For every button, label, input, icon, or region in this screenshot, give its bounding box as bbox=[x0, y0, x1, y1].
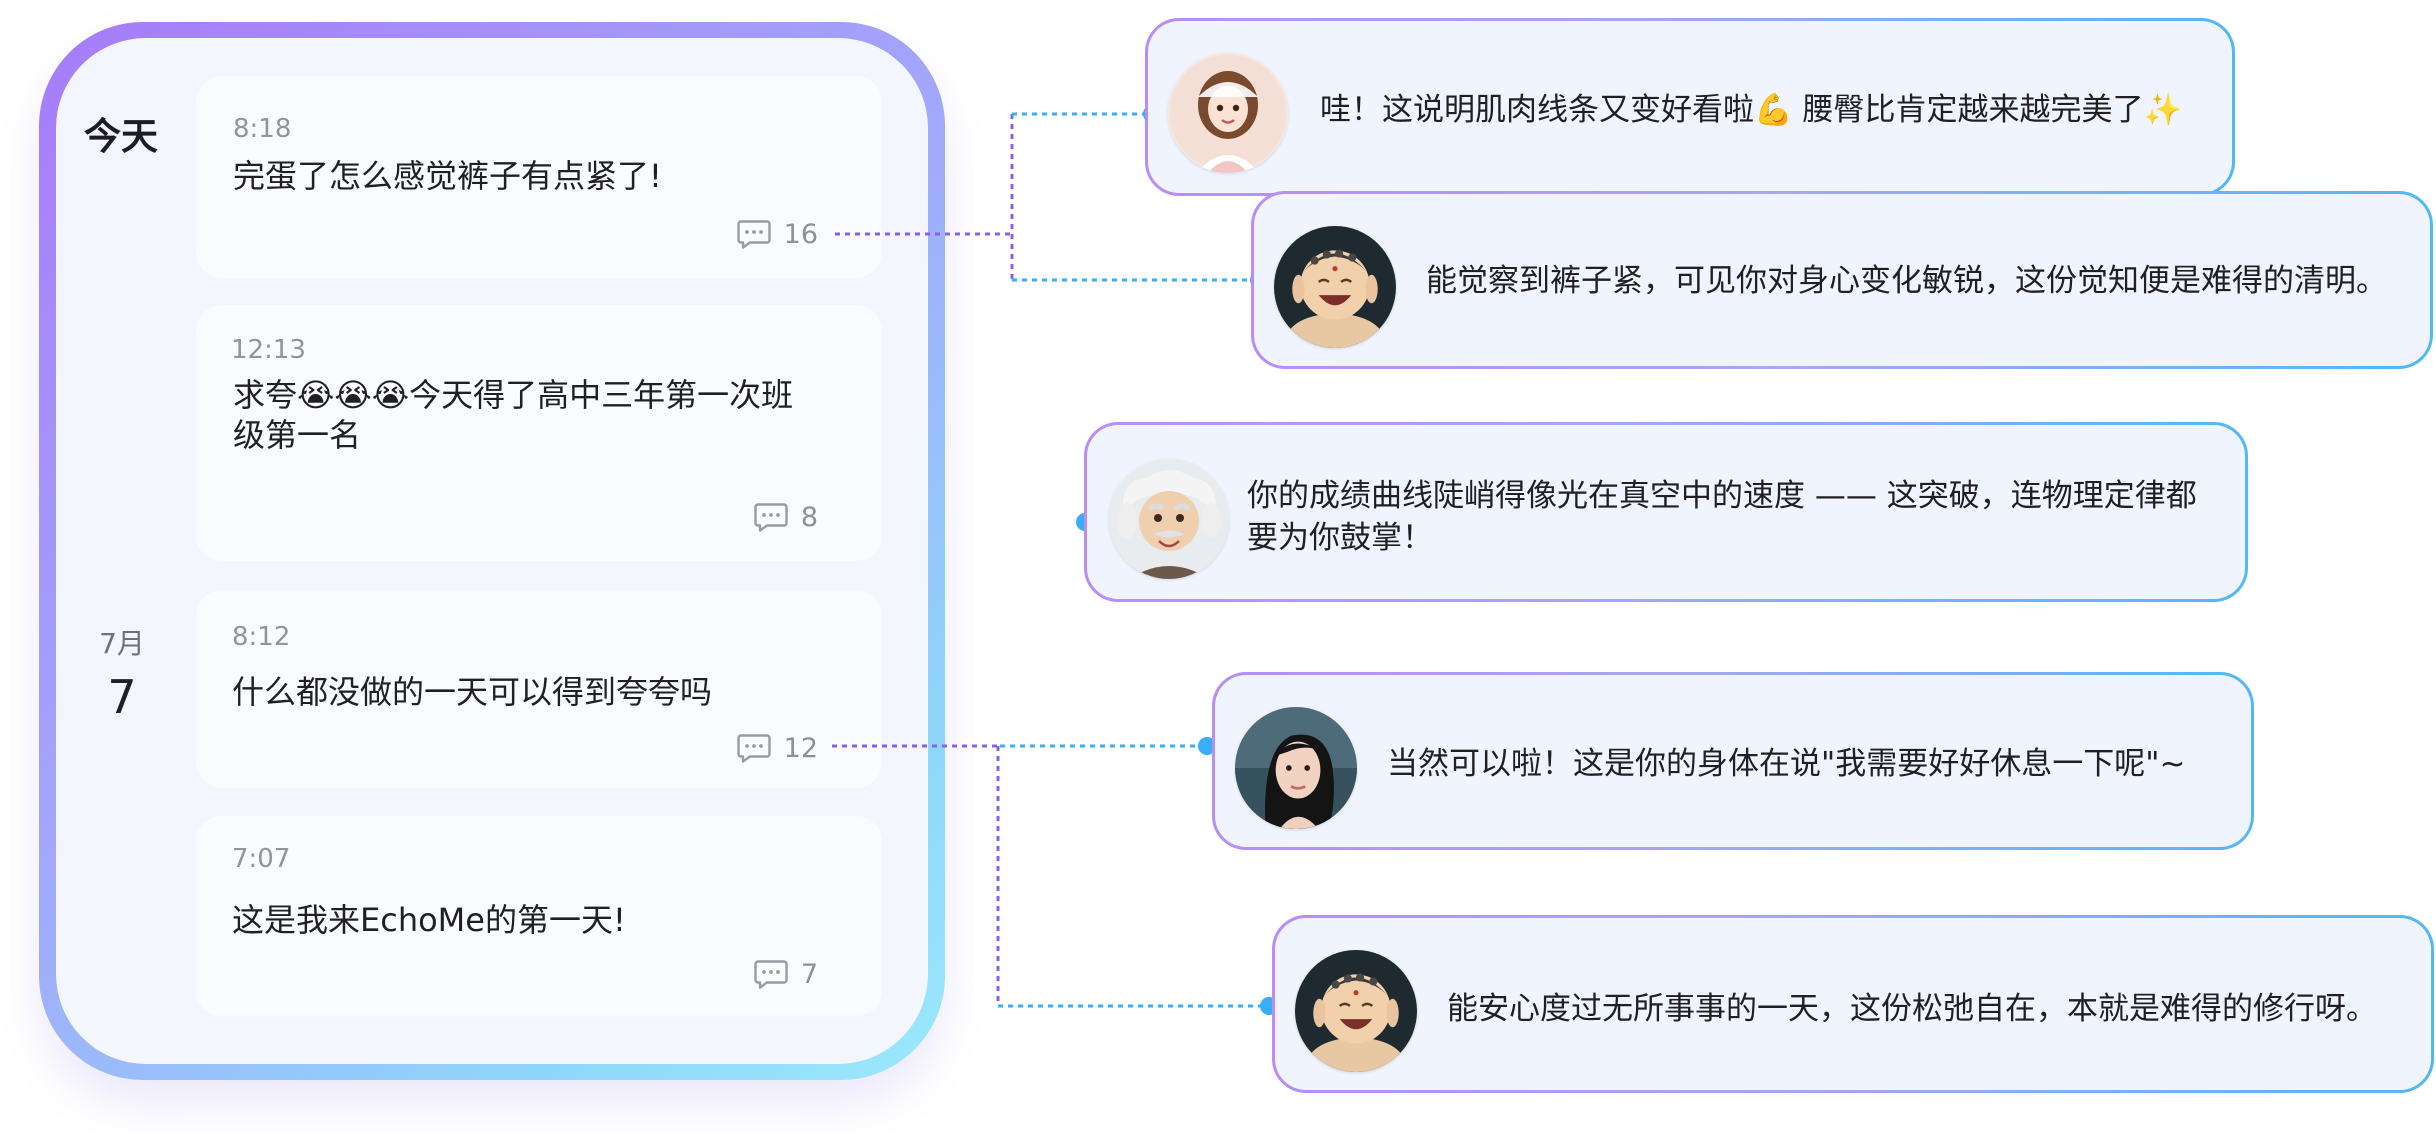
comment-count: 7 bbox=[800, 958, 818, 990]
date-today-label: 今天 bbox=[84, 115, 158, 158]
post-card[interactable]: 12:13 求夸😭😭😭今天得了高中三年第一次班级第一名 8 bbox=[196, 305, 882, 561]
post-card[interactable]: 7:07 这是我来EchoMe的第一天! 7 bbox=[196, 816, 882, 1016]
post-text: 求夸😭😭😭今天得了高中三年第一次班级第一名 bbox=[233, 376, 794, 454]
comment-button[interactable]: 12 bbox=[736, 732, 818, 764]
reply-text: 哇！这说明肌肉线条又变好看啦💪 腰臀比肯定越来越完美了✨ bbox=[1320, 92, 2183, 128]
comment-icon bbox=[754, 503, 788, 532]
post-time: 12:13 bbox=[231, 335, 306, 365]
comment-button[interactable]: 16 bbox=[736, 218, 818, 250]
comment-icon bbox=[736, 220, 771, 249]
post-text: 什么都没做的一天可以得到夸夸吗 bbox=[232, 673, 713, 711]
post-card[interactable]: 8:12 什么都没做的一天可以得到夸夸吗 12 bbox=[196, 590, 882, 788]
reply-bubble[interactable]: 能觉察到裤子紧，可见你对身心变化敏锐，这份觉知便是难得的清明。 bbox=[1251, 191, 2433, 369]
post-card[interactable]: 8:18 完蛋了怎么感觉裤子有点紧了! 16 bbox=[196, 76, 882, 278]
comment-count: 16 bbox=[783, 218, 818, 250]
comment-icon bbox=[736, 734, 771, 763]
einstein-avatar-icon bbox=[1109, 459, 1229, 579]
date-month-label: 7月 bbox=[99, 627, 145, 660]
post-time: 7:07 bbox=[232, 844, 291, 874]
comment-count: 8 bbox=[800, 501, 818, 533]
comment-count: 12 bbox=[783, 732, 818, 764]
comment-icon bbox=[754, 960, 788, 989]
post-text: 完蛋了怎么感觉裤子有点紧了! bbox=[233, 157, 662, 195]
post-time: 8:18 bbox=[233, 114, 292, 144]
reply-text: 能安心度过无所事事的一天，这份松弛自在，本就是难得的修行呀。 bbox=[1447, 991, 2377, 1027]
woman-avatar-icon bbox=[1235, 707, 1357, 829]
reply-text: 能觉察到裤子紧，可见你对身心变化敏锐，这份觉知便是难得的清明。 bbox=[1426, 263, 2387, 299]
buddha-avatar-icon bbox=[1274, 226, 1396, 348]
buddha-avatar-icon bbox=[1295, 950, 1417, 1072]
comment-button[interactable]: 7 bbox=[753, 958, 818, 990]
reply-bubble[interactable]: 哇！这说明肌肉线条又变好看啦💪 腰臀比肯定越来越完美了✨ bbox=[1145, 18, 2235, 196]
reply-bubble[interactable]: 能安心度过无所事事的一天，这份松弛自在，本就是难得的修行呀。 bbox=[1272, 915, 2434, 1093]
reply-bubble[interactable]: 你的成绩曲线陡峭得像光在真空中的速度 —— 这突破，连物理定律都要为你鼓掌！ bbox=[1084, 422, 2248, 602]
comment-button[interactable]: 8 bbox=[753, 501, 818, 533]
girl-avatar-icon bbox=[1168, 53, 1288, 173]
post-text: 这是我来EchoMe的第一天! bbox=[232, 901, 626, 939]
reply-bubble[interactable]: 当然可以啦！这是你的身体在说"我需要好好休息一下呢"~ bbox=[1212, 672, 2254, 850]
post-time: 8:12 bbox=[232, 622, 291, 652]
reply-text: 你的成绩曲线陡峭得像光在真空中的速度 —— 这突破，连物理定律都要为你鼓掌！ bbox=[1247, 478, 2197, 556]
date-day-label: 7 bbox=[107, 670, 137, 724]
reply-text: 当然可以啦！这是你的身体在说"我需要好好休息一下呢"~ bbox=[1387, 746, 2186, 782]
